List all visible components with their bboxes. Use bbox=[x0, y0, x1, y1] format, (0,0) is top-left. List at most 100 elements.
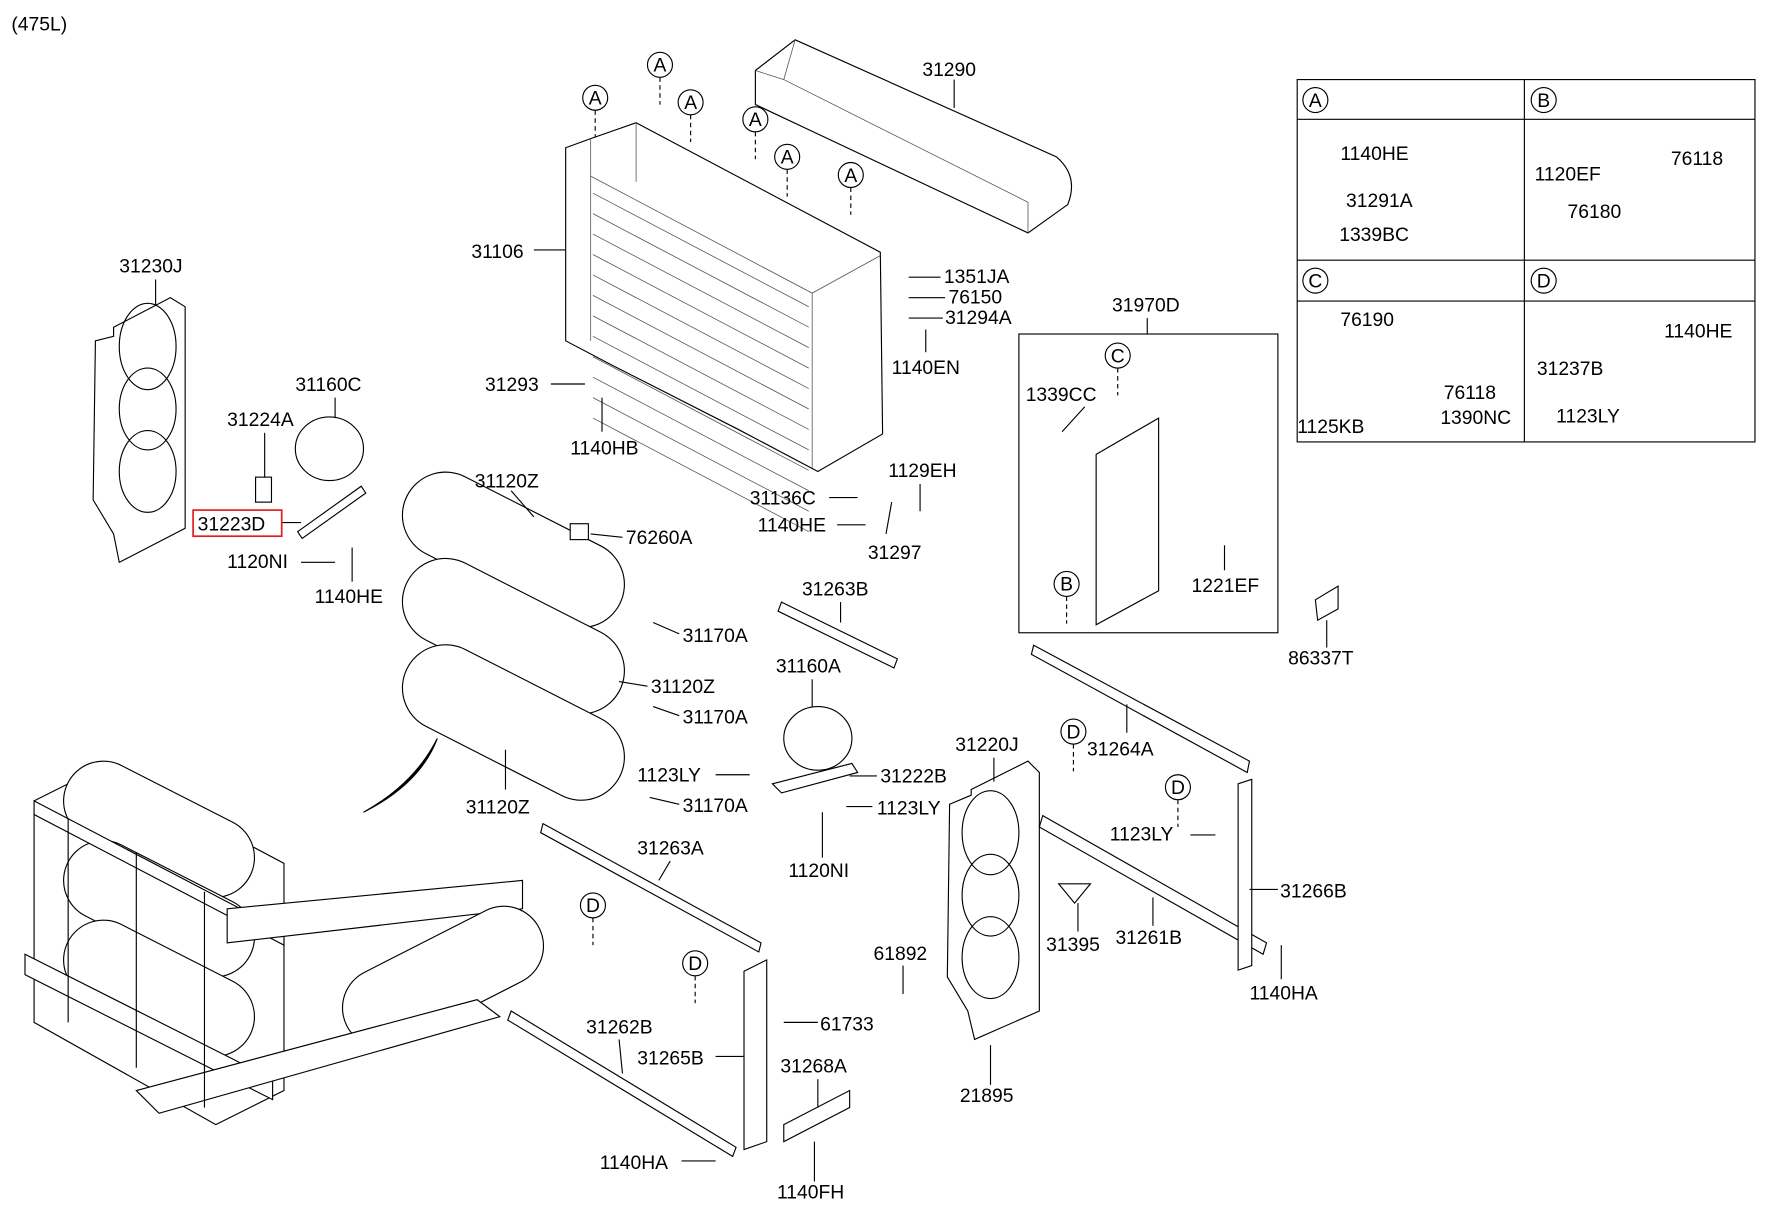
detail-letter-circle bbox=[1302, 267, 1329, 294]
callout-circle bbox=[582, 84, 609, 111]
slat bbox=[592, 315, 809, 430]
detail-part-label: 76180 bbox=[1568, 202, 1622, 223]
slat bbox=[592, 295, 809, 410]
part-label: 31170A bbox=[683, 708, 748, 729]
cover-31290 bbox=[754, 39, 1073, 234]
tank bbox=[401, 644, 625, 801]
slat bbox=[592, 376, 809, 492]
detail-part-label: 76118 bbox=[1671, 149, 1723, 170]
slat bbox=[592, 335, 809, 451]
leader-line bbox=[649, 796, 680, 805]
detail-letter: B bbox=[1537, 91, 1550, 112]
part-label: 31224A bbox=[227, 410, 294, 431]
part-label: 31290 bbox=[922, 60, 976, 81]
callout-circle bbox=[1060, 718, 1087, 745]
exploded-drawing bbox=[24, 39, 1756, 1182]
callout-letter: B bbox=[1060, 575, 1073, 596]
part-label: 31120Z bbox=[466, 797, 530, 818]
part-label: 76260A bbox=[626, 528, 693, 549]
detail-part-label: 76118 bbox=[1444, 383, 1496, 404]
detail-part-label: 1125KB bbox=[1297, 417, 1364, 438]
callout-circle bbox=[742, 106, 769, 133]
leader-line bbox=[658, 860, 671, 881]
part-label: 1339CC bbox=[1026, 385, 1097, 406]
part-label: 31262B bbox=[586, 1018, 653, 1039]
band-31160C bbox=[294, 416, 365, 482]
callout-circle bbox=[579, 892, 607, 919]
part-label: 76150 bbox=[948, 287, 1002, 308]
slat bbox=[592, 417, 809, 533]
part-label: 31263A bbox=[637, 838, 704, 859]
part-label: 31230J bbox=[119, 257, 182, 278]
part-label: 31263B bbox=[802, 579, 869, 600]
part-label: 31294A bbox=[945, 308, 1012, 329]
leader-line bbox=[1061, 406, 1086, 433]
part-label: 31261B bbox=[1115, 928, 1182, 949]
frame-31106 bbox=[565, 122, 884, 473]
part-label: 31264A bbox=[1087, 739, 1154, 760]
callout-circle bbox=[1104, 342, 1131, 369]
part-label: 1123LY bbox=[877, 799, 941, 820]
panel-31230J bbox=[92, 297, 186, 564]
highlight-box-31223D bbox=[192, 509, 283, 538]
callout-letter: D bbox=[688, 954, 702, 975]
part-label: 31222B bbox=[880, 767, 947, 788]
part-label: 31170A bbox=[683, 626, 748, 647]
part-label: 31293 bbox=[485, 375, 539, 396]
panel-31220J bbox=[946, 760, 1040, 1041]
part-label: 1140HE bbox=[315, 587, 383, 608]
detail-part-label: 1390NC bbox=[1440, 408, 1511, 429]
part-label: 1129EH bbox=[888, 461, 956, 482]
leader-line bbox=[885, 502, 893, 535]
detail-letter-circle bbox=[1530, 267, 1557, 294]
part-label: 1120NI bbox=[788, 861, 849, 882]
part-label: 31297 bbox=[868, 543, 922, 564]
slat bbox=[592, 192, 809, 308]
part-label: 1123LY bbox=[1110, 825, 1174, 846]
detail-part-label: 31237B bbox=[1537, 359, 1604, 380]
part-label: 61892 bbox=[874, 944, 928, 965]
part-label: 31395 bbox=[1046, 935, 1100, 956]
part-label: 31120Z bbox=[651, 677, 715, 698]
detail-part-label: 31291A bbox=[1346, 191, 1413, 212]
part-label: 1140HA bbox=[1249, 984, 1317, 1005]
part-label: 31106 bbox=[471, 242, 523, 263]
arrow-icon bbox=[363, 738, 438, 813]
callout-letter: C bbox=[1111, 346, 1125, 367]
detail-part-label: 1120EF bbox=[1535, 165, 1601, 186]
part-label: 86337T bbox=[1288, 649, 1354, 670]
callout-letter: A bbox=[749, 110, 762, 131]
part-label: 1221EF bbox=[1192, 576, 1260, 597]
callout-letter: D bbox=[586, 896, 600, 917]
part-label: 1140HA bbox=[600, 1153, 668, 1174]
callout-letter: D bbox=[1066, 722, 1080, 743]
slat bbox=[592, 233, 809, 349]
callout-circle bbox=[1053, 570, 1080, 597]
detail-letter: A bbox=[1309, 91, 1322, 112]
band-31160A bbox=[783, 706, 853, 771]
callout-circle bbox=[682, 950, 709, 977]
part-label: 1123LY bbox=[637, 766, 701, 787]
detail-part-label: 1339BC bbox=[1339, 225, 1409, 246]
leader-line bbox=[652, 706, 680, 717]
callout-letter: A bbox=[781, 148, 794, 169]
part-label: 31266B bbox=[1280, 881, 1347, 902]
detail-letter-circle bbox=[1302, 86, 1329, 114]
part-label: 31220J bbox=[955, 735, 1018, 756]
part-label: 31970D bbox=[1112, 295, 1180, 316]
detail-part-label: 1140HE bbox=[1340, 144, 1408, 165]
detail-part-label: 1140HE bbox=[1664, 321, 1732, 342]
assembly-overview bbox=[24, 760, 545, 1126]
detail-letter: C bbox=[1308, 271, 1322, 292]
detail-table bbox=[1296, 79, 1756, 443]
detail-letter: D bbox=[1537, 271, 1551, 292]
part-label: 31170A bbox=[683, 796, 748, 817]
group-box-31970D bbox=[1018, 333, 1279, 634]
part-label: 31160A bbox=[776, 657, 841, 678]
detail-part-label: 1123LY bbox=[1556, 407, 1620, 428]
detail-letter-circle bbox=[1530, 86, 1557, 114]
part-label: 1351JA bbox=[944, 267, 1010, 288]
slat bbox=[592, 397, 809, 512]
part-label: 1120NI bbox=[227, 552, 288, 573]
